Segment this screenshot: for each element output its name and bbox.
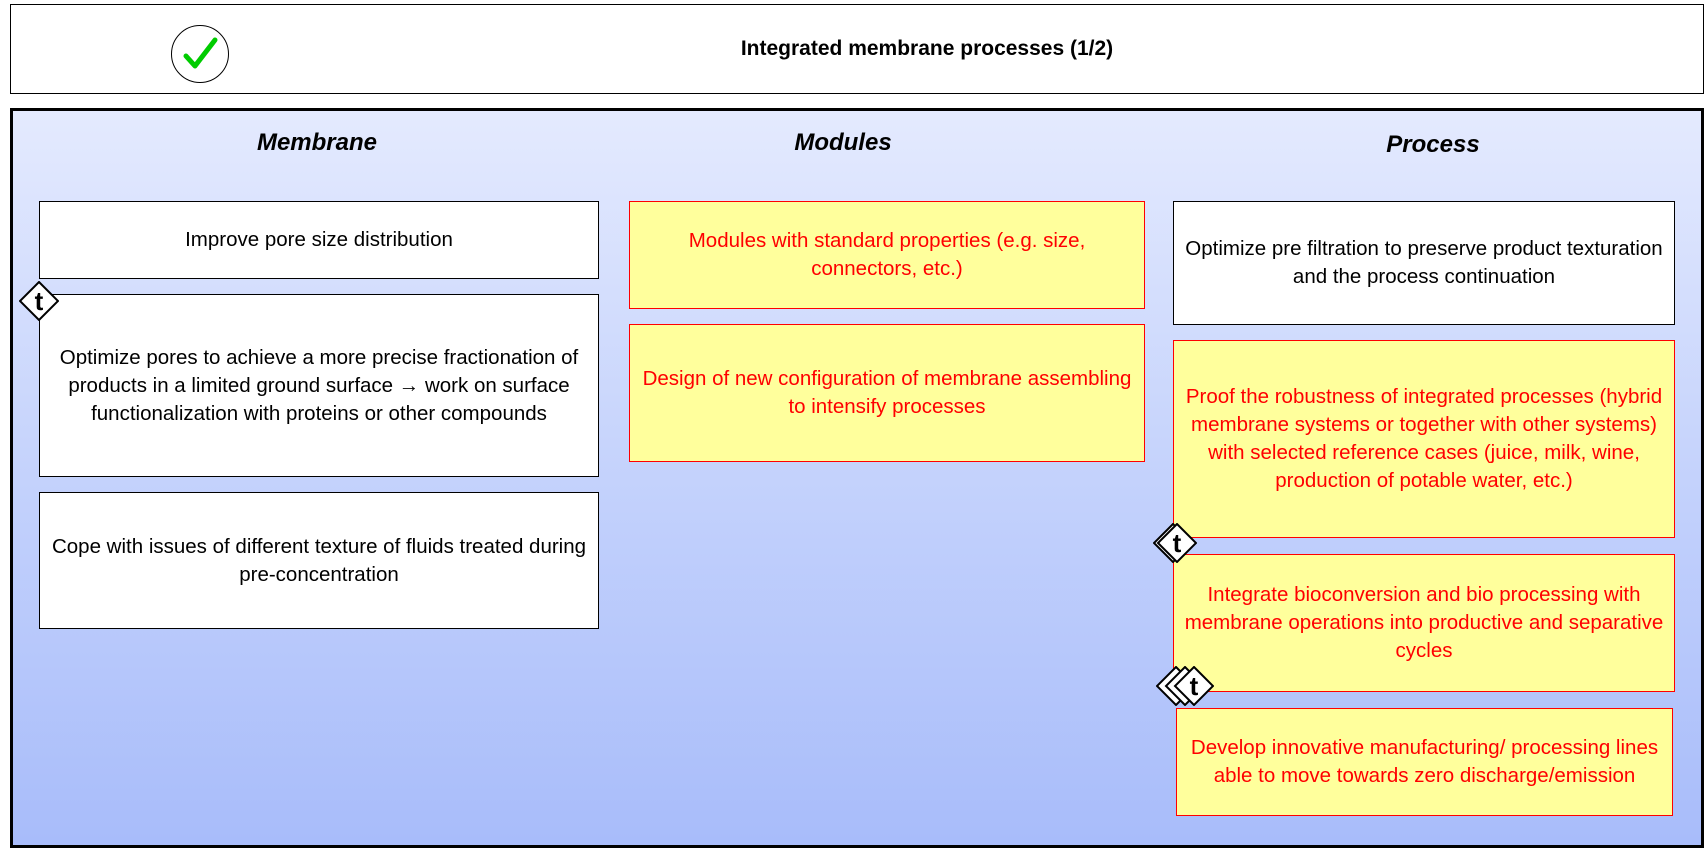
membrane-item-1: Improve pore size distribution — [39, 201, 599, 279]
modules-item-1: Modules with standard properties (e.g. s… — [629, 201, 1145, 309]
column-heading-process: Process — [1386, 131, 1480, 158]
t-marker-label: t — [1173, 528, 1182, 558]
check-icon — [171, 25, 229, 83]
t-diamond-icon: t — [1156, 666, 1214, 706]
membrane-item-2: Optimize pores to achieve a more precise… — [39, 294, 599, 477]
page-title: Integrated membrane processes (1/2) — [740, 37, 1114, 60]
membrane-item-3: Cope with issues of different texture of… — [39, 492, 599, 629]
modules-item-2: Design of new configuration of membrane … — [629, 324, 1145, 462]
main-panel: Membrane Modules Process Improve pore si… — [10, 108, 1704, 848]
t-diamond-icon: t — [1153, 523, 1197, 563]
process-item-1: Optimize pre filtration to preserve prod… — [1173, 201, 1675, 325]
process-item-3: Integrate bioconversion and bio processi… — [1173, 554, 1675, 692]
header-bar: Integrated membrane processes (1/2) — [10, 4, 1704, 94]
column-heading-membrane: Membrane — [256, 129, 378, 156]
t-diamond-icon: t — [19, 281, 59, 321]
process-item-4: Develop innovative manufacturing/ proces… — [1176, 708, 1673, 816]
t-marker-label: t — [35, 286, 44, 316]
column-heading-modules: Modules — [794, 129, 892, 156]
process-item-2: Proof the robustness of integrated proce… — [1173, 340, 1675, 538]
t-marker-label: t — [1190, 671, 1199, 701]
